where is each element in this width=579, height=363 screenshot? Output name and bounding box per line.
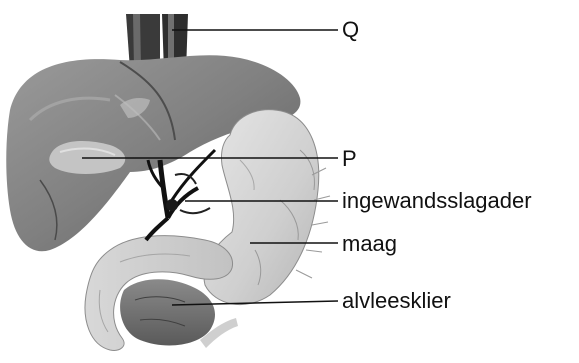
- leader-line-pancreas: [172, 301, 338, 305]
- label-q: Q: [342, 19, 359, 41]
- label-p: P: [342, 148, 357, 170]
- label-celiac-artery: ingewandsslagader: [342, 190, 532, 212]
- label-pancreas: alvleesklier: [342, 290, 451, 312]
- label-stomach: maag: [342, 233, 397, 255]
